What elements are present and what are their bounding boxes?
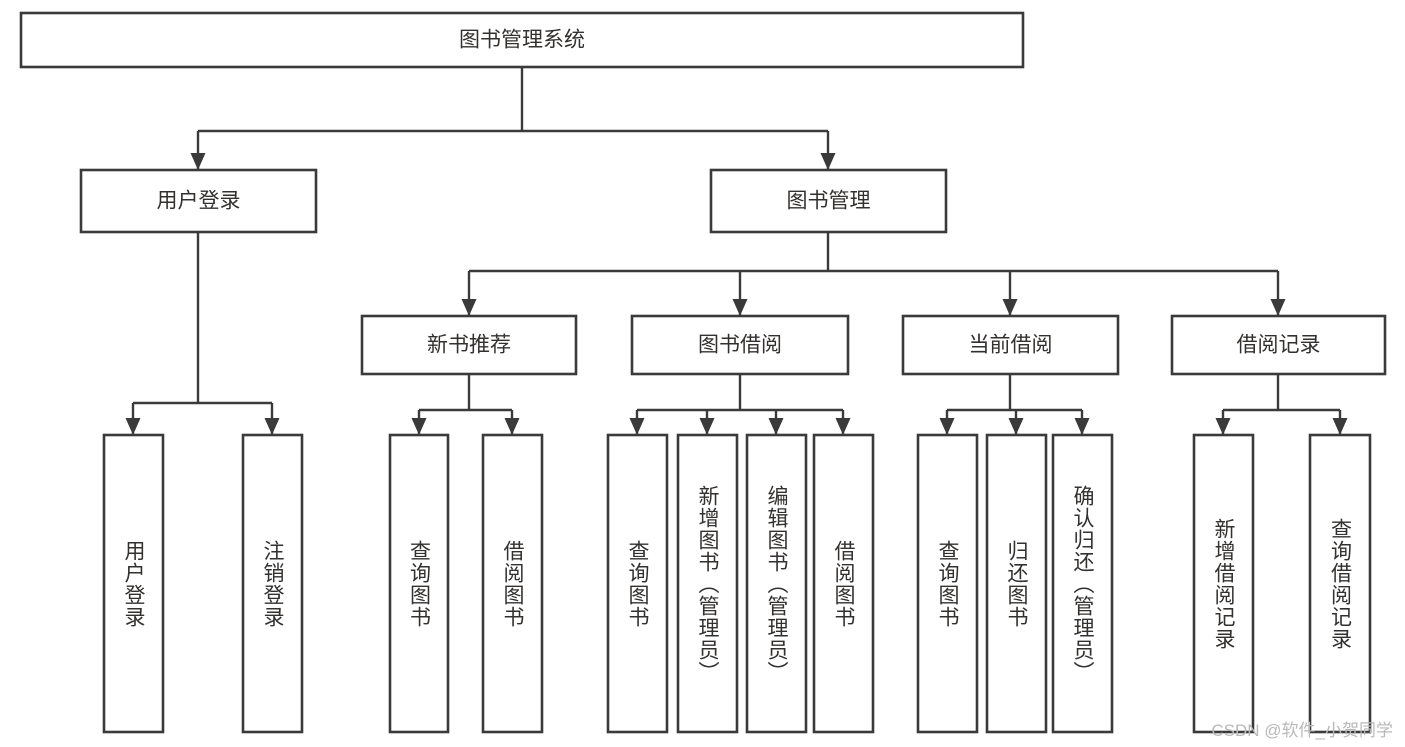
node-box-leaf-query-record[interactable] xyxy=(1308,433,1372,734)
node-book-manage[interactable] xyxy=(709,168,948,234)
arrow-head-icon xyxy=(1332,418,1348,435)
node-box-leaf-query-book-3[interactable] xyxy=(916,433,979,734)
node-leaf-borrow-book-1[interactable] xyxy=(481,433,544,734)
node-current-borrow[interactable] xyxy=(901,314,1120,376)
edge-group-bookborrow-to-leaves xyxy=(629,374,851,435)
arrow-head-icon xyxy=(699,418,715,435)
node-box-leaf-logout[interactable] xyxy=(241,433,304,734)
arrow-head-icon xyxy=(768,418,784,435)
node-box-book-borrow[interactable] xyxy=(630,314,850,376)
node-new-book-rec[interactable] xyxy=(360,314,578,376)
arrow-head-icon xyxy=(264,418,280,435)
arrow-head-icon xyxy=(461,299,477,316)
node-box-leaf-return-book[interactable] xyxy=(985,433,1048,734)
node-box-borrow-record[interactable] xyxy=(1170,314,1387,376)
connectors-layer xyxy=(125,67,1348,435)
node-leaf-edit-book[interactable] xyxy=(745,433,808,734)
node-leaf-query-book-3[interactable] xyxy=(916,433,979,734)
node-box-leaf-user-login[interactable] xyxy=(102,433,165,734)
node-leaf-query-book-2[interactable] xyxy=(606,433,669,734)
arrow-head-icon xyxy=(1002,299,1018,316)
node-book-borrow[interactable] xyxy=(630,314,850,376)
node-user-login[interactable] xyxy=(79,168,318,234)
arrow-head-icon xyxy=(732,299,748,316)
node-box-leaf-query-book-1[interactable] xyxy=(388,433,450,734)
node-box-leaf-borrow-book-1[interactable] xyxy=(481,433,544,734)
node-leaf-user-login[interactable] xyxy=(102,433,165,734)
arrow-head-icon xyxy=(1215,418,1231,435)
arrow-head-icon xyxy=(190,153,206,170)
node-label-borrow-record: 借阅记录 xyxy=(1237,334,1321,357)
node-box-leaf-add-book[interactable] xyxy=(676,433,739,734)
node-borrow-record[interactable] xyxy=(1170,314,1387,376)
arrow-head-icon xyxy=(939,418,955,435)
node-box-leaf-add-record[interactable] xyxy=(1192,433,1255,734)
edge-group-currentborrow-to-leaves xyxy=(939,374,1090,435)
watermark-text: CSDN @软件_小贺同学 xyxy=(1211,721,1393,740)
arrow-head-icon xyxy=(1270,299,1286,316)
node-leaf-return-book[interactable] xyxy=(985,433,1048,734)
node-box-leaf-query-book-2[interactable] xyxy=(606,433,669,734)
node-label-new-book-rec: 新书推荐 xyxy=(427,334,511,357)
node-leaf-add-record[interactable] xyxy=(1192,433,1255,734)
edge-group-userlogin-to-leaves xyxy=(125,232,280,435)
node-root[interactable] xyxy=(19,11,1025,69)
edge-group-bookmanage-to-level3 xyxy=(461,232,1286,316)
arrow-head-icon xyxy=(629,418,645,435)
node-box-leaf-borrow-book-2[interactable] xyxy=(812,433,875,734)
node-box-leaf-confirm-return[interactable] xyxy=(1051,433,1114,734)
arrow-head-icon xyxy=(411,418,427,435)
node-leaf-logout[interactable] xyxy=(241,433,304,734)
arrow-head-icon xyxy=(1008,418,1024,435)
node-box-user-login[interactable] xyxy=(79,168,318,234)
arrow-head-icon xyxy=(835,418,851,435)
arrow-head-icon xyxy=(125,418,141,435)
edge-group-newbook-to-leaves xyxy=(411,374,520,435)
node-label-root: 图书管理系统 xyxy=(459,29,585,52)
node-label-book-manage: 图书管理 xyxy=(787,190,871,213)
boxes-layer xyxy=(19,11,1387,734)
node-box-root[interactable] xyxy=(19,11,1025,69)
arrow-head-icon xyxy=(504,418,520,435)
node-box-current-borrow[interactable] xyxy=(901,314,1120,376)
node-box-leaf-edit-book[interactable] xyxy=(745,433,808,734)
node-leaf-query-book-1[interactable] xyxy=(388,433,450,734)
node-leaf-add-book[interactable] xyxy=(676,433,739,734)
node-leaf-borrow-book-2[interactable] xyxy=(812,433,875,734)
edge-group-borrowrecord-to-leaves xyxy=(1215,374,1348,435)
node-box-book-manage[interactable] xyxy=(709,168,948,234)
node-label-current-borrow: 当前借阅 xyxy=(969,334,1053,357)
node-leaf-query-record[interactable] xyxy=(1308,433,1372,734)
node-label-user-login: 用户登录 xyxy=(157,190,241,213)
node-leaf-confirm-return[interactable] xyxy=(1051,433,1114,734)
edge-group-root-to-level2 xyxy=(190,67,836,170)
node-label-book-borrow: 图书借阅 xyxy=(698,334,782,357)
arrow-head-icon xyxy=(820,153,836,170)
arrow-head-icon xyxy=(1074,418,1090,435)
node-box-new-book-rec[interactable] xyxy=(360,314,578,376)
